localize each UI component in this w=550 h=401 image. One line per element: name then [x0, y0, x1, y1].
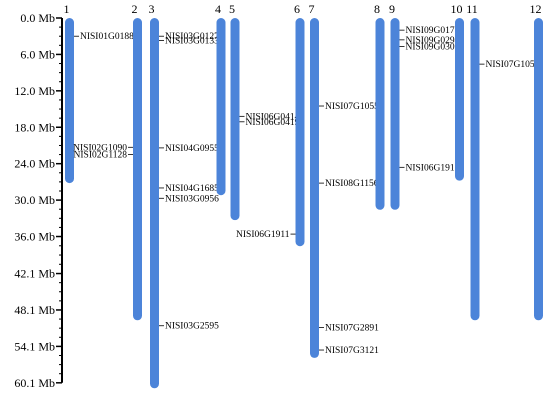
axis-tick-label: 60.1 Mb — [14, 376, 55, 390]
gene-label: NISI07G2891 — [325, 324, 379, 334]
axis-tick-label: 36.0 Mb — [14, 230, 55, 244]
chromosome-label: 11 — [466, 2, 478, 16]
chromosome-bar — [534, 18, 543, 321]
chromosome-bar — [65, 18, 74, 184]
gene-label: NISI04G0955 — [165, 144, 219, 154]
gene-label: NISI03G0956 — [165, 194, 219, 204]
chromosome-4: 4 — [215, 2, 226, 196]
gene-label: NISI07G1055 — [325, 102, 379, 112]
chromosome-12: 12 — [530, 2, 543, 321]
axis-tick-label: 12.0 Mb — [14, 84, 55, 98]
gene-label: NISI06G0414 — [246, 112, 300, 122]
axis-tick-label: 18.0 Mb — [14, 120, 55, 134]
chromosome-bar — [295, 18, 305, 247]
chromosome-label: 9 — [389, 2, 395, 16]
chromosome-label: 1 — [64, 2, 70, 16]
gene-label: NISI09G0307 — [406, 43, 460, 53]
gene-label: NISI09G0177 — [406, 26, 460, 36]
gene-label: NISI06G1911 — [406, 163, 460, 173]
chromosome-label: 5 — [229, 2, 235, 16]
chromosome-bar — [216, 18, 226, 196]
gene-label: NISI06G1911 — [236, 230, 290, 240]
gene-label: NISI03G2595 — [165, 322, 219, 332]
axis-tick-label: 24.0 Mb — [14, 157, 55, 171]
chromosome-9: 9NISI09G0177NISI09G0294NISI09G0307NISI06… — [389, 2, 460, 210]
chromosome-bar — [455, 18, 464, 181]
gene-label: NISI08G1156 — [325, 179, 379, 189]
chromosome-label: 4 — [215, 2, 221, 16]
chromosome-7: 7NISI07G1055NISI08G1156NISI07G2891NISI07… — [309, 2, 379, 358]
axis-tick-label: 54.1 Mb — [14, 339, 55, 353]
mb-axis: 0.0 Mb 6.0 Mb 12.0 Mb 18.0 Mb 24.0 Mb 30.0 Mb… — [14, 11, 63, 390]
chromosome-label: 8 — [374, 2, 380, 16]
chromosome-set: 1NISI01G01882NISI02G1090NISI02G11283NISI… — [64, 2, 543, 389]
chromosome-3: 3NISI03G0127NISI03G0133NISI04G0955NISI04… — [149, 2, 219, 389]
gene-label: NISI02G1128 — [74, 151, 128, 161]
chromosome-bar — [230, 18, 240, 221]
gene-label: NISI03G0133 — [165, 36, 219, 46]
chromosome-label: 7 — [309, 2, 315, 16]
gene-label: NISI07G3121 — [325, 346, 379, 356]
chromosome-bar — [150, 18, 159, 389]
chromosome-label: 2 — [132, 2, 138, 16]
chromosome-bar — [470, 18, 480, 321]
axis-tick-label: 48.1 Mb — [14, 303, 55, 317]
gene-label: NISI04G1685 — [165, 184, 219, 194]
chromosome-10: 10 — [451, 2, 464, 181]
chromosome-label: 10 — [451, 2, 463, 16]
axis-tick-label: 30.0 Mb — [14, 193, 55, 207]
chromosome-bar — [310, 18, 319, 358]
chromosome-label: 3 — [149, 2, 155, 16]
chromosome-bar — [133, 18, 142, 321]
gene-label: NISI02G1090 — [73, 143, 127, 153]
gene-label: NISI03G0127 — [165, 32, 219, 42]
chromosome-label: 6 — [294, 2, 300, 16]
gene-label: NISI07G1055 — [486, 60, 540, 70]
chromosome-8: 8 — [374, 2, 385, 210]
gene-label: NISI09G0294 — [406, 36, 460, 46]
axis-tick-label: 6.0 Mb — [20, 47, 55, 61]
axis-tick-label: 0.0 Mb — [20, 11, 55, 25]
chromosome-bar — [390, 18, 400, 210]
chromosome-label: 12 — [530, 2, 542, 16]
gene-label: NISI06G0419 — [246, 118, 300, 128]
axis-tick-label: 42.1 Mb — [14, 267, 55, 281]
chromosome-bar — [375, 18, 385, 210]
gene-label: NISI01G0188 — [80, 32, 134, 42]
